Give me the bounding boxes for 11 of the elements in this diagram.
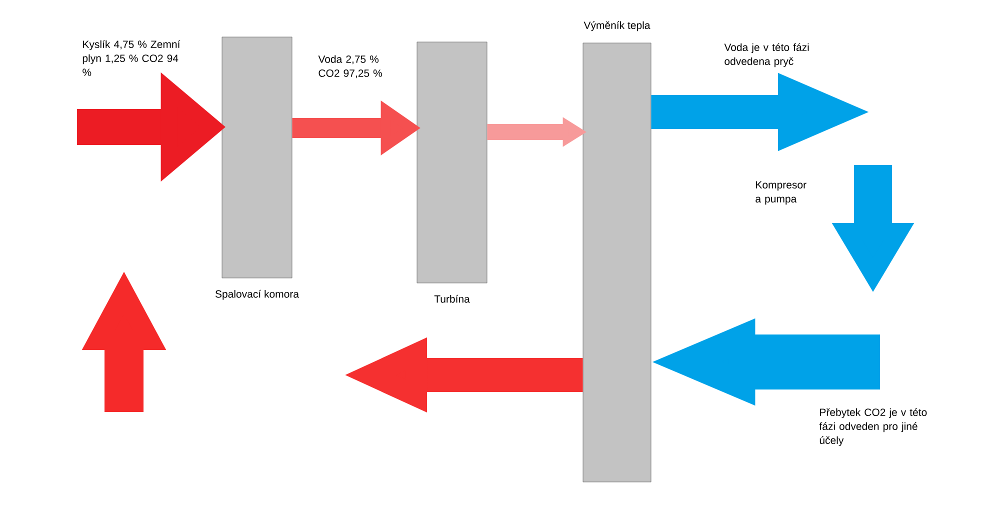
step-label: Kompresor a pumpa (756, 181, 806, 205)
edge-label: Voda 2,75 % CO2 97,25 % (318, 55, 382, 78)
node-label: Spalovací komora (215, 290, 300, 300)
column-box: Turbína (416, 42, 488, 303)
edge-label: Kyslík 4,75 % Zemní plyn 1,25 % CO2 94 % (82, 40, 180, 76)
edge-label: Voda je v této fázi odvedena pryč (724, 43, 809, 68)
node-label: Turbína (434, 294, 470, 303)
edge-label: Přebytek CO2 je v této fázi odveden pro jiné účely (819, 408, 927, 446)
column-box: Spalovací komora (215, 36, 299, 300)
node-label: Výměník tepla (584, 21, 650, 32)
column-box: Výměník tepla (582, 21, 652, 482)
